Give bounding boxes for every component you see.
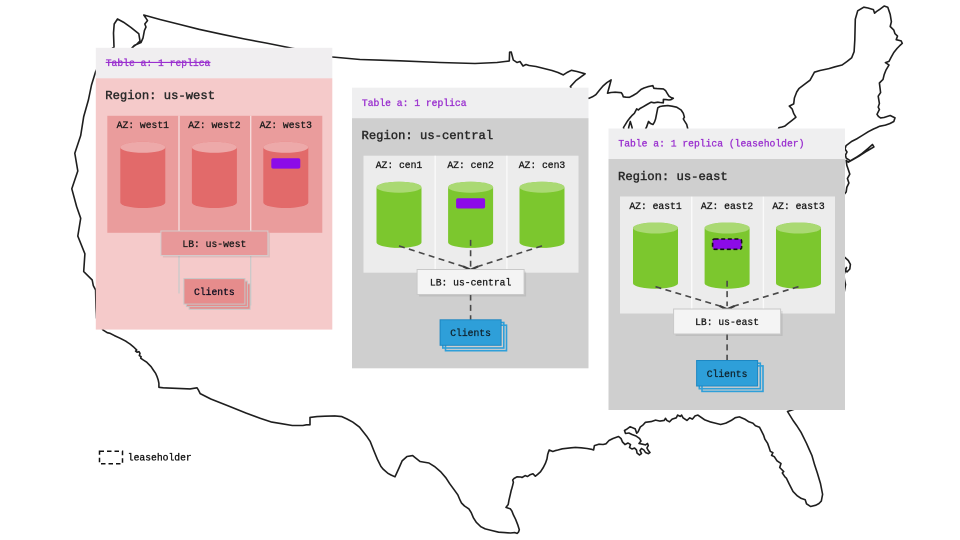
svg-text:AZ: east2: AZ: east2 xyxy=(701,201,754,212)
svg-text:Table a: 1 replica (leaseholde: Table a: 1 replica (leaseholder) xyxy=(618,139,804,150)
svg-text:LB: us-east: LB: us-east xyxy=(695,317,759,328)
svg-text:Region: us-central: Region: us-central xyxy=(362,129,494,143)
svg-text:AZ: cen3: AZ: cen3 xyxy=(519,160,566,171)
svg-text:AZ: cen2: AZ: cen2 xyxy=(447,160,494,171)
svg-text:AZ: east3: AZ: east3 xyxy=(772,201,825,212)
svg-text:leaseholder: leaseholder xyxy=(128,453,192,464)
svg-text:AZ: west2: AZ: west2 xyxy=(188,120,241,131)
svg-text:LB: us-central: LB: us-central xyxy=(430,278,512,289)
svg-text:AZ: west1: AZ: west1 xyxy=(117,120,170,131)
svg-text:Region: us-west: Region: us-west xyxy=(105,89,215,103)
svg-text:Region: us-east: Region: us-east xyxy=(618,170,728,184)
svg-text:Clients: Clients xyxy=(194,287,235,298)
svg-text:Table a: 1 replica: Table a: 1 replica xyxy=(106,58,211,69)
svg-text:AZ: west3: AZ: west3 xyxy=(260,120,313,131)
svg-text:AZ: cen1: AZ: cen1 xyxy=(376,160,423,171)
svg-text:AZ: east1: AZ: east1 xyxy=(629,201,682,212)
svg-text:Clients: Clients xyxy=(450,328,491,339)
svg-text:LB: us-west: LB: us-west xyxy=(182,239,246,250)
svg-text:Clients: Clients xyxy=(707,369,748,380)
svg-text:Table a: 1 replica: Table a: 1 replica xyxy=(362,98,467,109)
